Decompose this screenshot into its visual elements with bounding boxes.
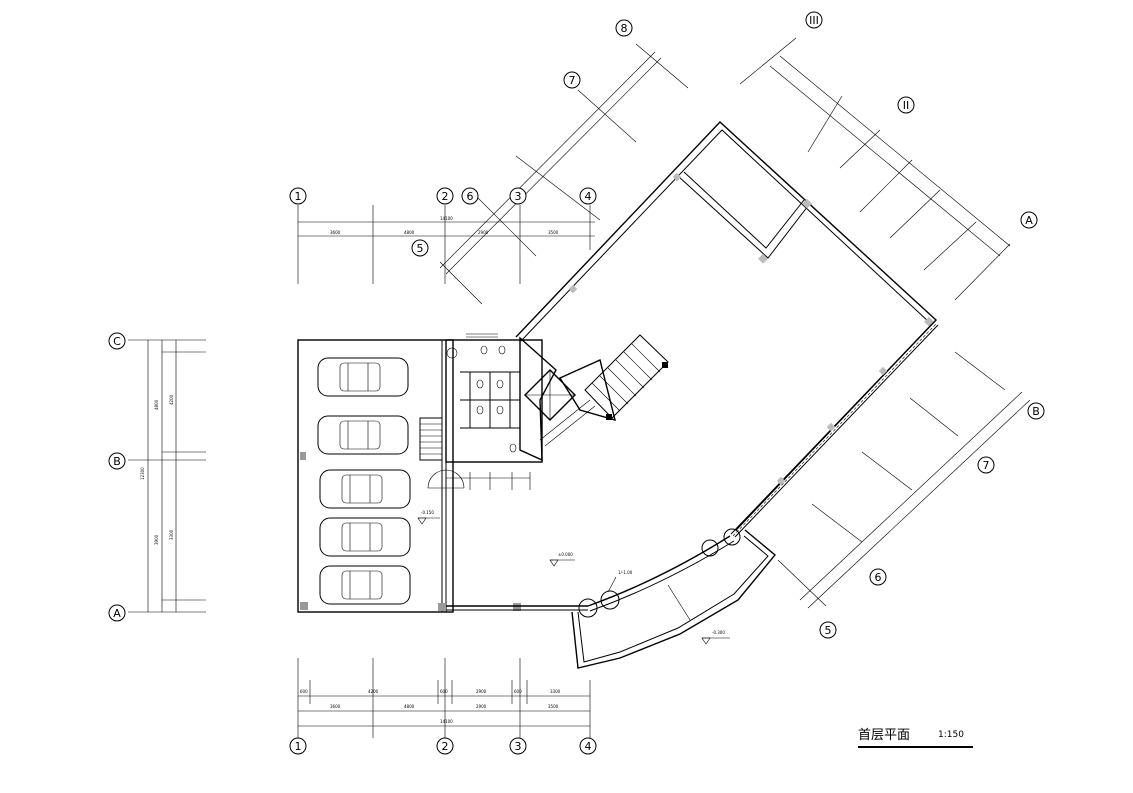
bottom-dim-1-d: 2900 xyxy=(476,689,487,694)
toilet-block xyxy=(445,333,543,490)
parked-cars xyxy=(317,357,411,605)
level-ramp-text: -0.150 xyxy=(421,510,434,515)
bottom-dim-1-f: 3300 xyxy=(550,689,561,694)
drawing-title-block: 首层平面 1:150 xyxy=(858,722,973,748)
upper-left-diagonal-dims xyxy=(439,43,689,305)
top-dim-4: 3500 xyxy=(548,230,559,235)
level-outside-text: -0.300 xyxy=(712,630,725,635)
grid-lr-6: 6 xyxy=(875,571,882,584)
grid-bottom-3: 3 xyxy=(515,740,522,753)
grid-left-b: B xyxy=(113,455,121,468)
left-total-dim: 12300 xyxy=(140,467,145,480)
bottom-dimensions: 600 4200 600 2900 600 3300 3600 4800 290… xyxy=(297,658,591,738)
level-markers: ±0.000 -0.150 -0.300 1/-1.00 xyxy=(417,510,730,645)
bottom-total-dim: 14100 xyxy=(440,719,453,724)
grid-left-a: A xyxy=(113,607,121,620)
top-dim-3: 2900 xyxy=(478,230,489,235)
grid-ur-ii: II xyxy=(903,99,910,112)
grid-bubbles-lower-right: B 7 6 5 xyxy=(819,402,1045,639)
stair-core xyxy=(519,336,616,462)
grid-top-5: 5 xyxy=(417,242,424,255)
grid-lr-7: 7 xyxy=(983,459,990,472)
lower-right-diagonal-dims xyxy=(777,351,1031,609)
top-dim-1: 3600 xyxy=(330,230,341,235)
level-stair-text: 1/-1.00 xyxy=(618,570,633,575)
upper-right-diagonal-dims xyxy=(739,37,1011,301)
grid-top-2: 2 xyxy=(442,190,449,203)
grid-lr-b: B xyxy=(1032,405,1040,418)
grid-bottom-1: 1 xyxy=(295,740,302,753)
level-main-text: ±0.000 xyxy=(558,552,573,557)
grid-top-8: 8 xyxy=(621,22,628,35)
left-outer-dim-2: 3900 xyxy=(154,534,159,545)
main-hall xyxy=(515,121,939,538)
top-dim-2: 4800 xyxy=(404,230,415,235)
bottom-dim-2-b: 4800 xyxy=(404,704,415,709)
grid-left-c: C xyxy=(113,335,121,348)
grid-bubbles-bottom: 1 2 3 4 xyxy=(289,737,597,755)
bottom-dim-1-a: 600 xyxy=(300,689,308,694)
grid-ur-iii: III xyxy=(809,14,819,27)
bottom-dim-1-e: 600 xyxy=(514,689,522,694)
grid-bottom-2: 2 xyxy=(442,740,449,753)
grid-bottom-4: 4 xyxy=(585,740,592,753)
left-outer-dim-1: 4800 xyxy=(154,399,159,410)
top-total-dim: 14100 xyxy=(440,216,453,221)
bottom-dim-2-a: 3600 xyxy=(330,704,341,709)
grid-lr-5: 5 xyxy=(825,624,832,637)
double-door xyxy=(427,469,465,489)
bottom-dim-1-b: 4200 xyxy=(368,689,379,694)
bottom-dim-2-c: 2900 xyxy=(476,704,487,709)
grid-bubbles-top: 1 2 6 3 4 5 7 8 xyxy=(289,19,633,257)
grid-top-7: 7 xyxy=(569,74,576,87)
curved-facade xyxy=(446,528,776,669)
grid-bubbles-left: C B A xyxy=(108,332,126,622)
grid-top-3: 3 xyxy=(515,190,522,203)
grid-ur-a: A xyxy=(1025,214,1033,227)
bottom-dim-2-d: 3500 xyxy=(548,704,559,709)
grid-top-6: 6 xyxy=(467,190,474,203)
drawing-scale: 1:150 xyxy=(938,730,964,740)
left-inner-dim-4: 3300 xyxy=(169,529,174,540)
exterior-stair xyxy=(584,334,669,420)
bottom-dim-1-c: 600 xyxy=(440,689,448,694)
grid-bubbles-upper-right: III II A xyxy=(805,11,1038,229)
grid-top-1: 1 xyxy=(295,190,302,203)
grid-top-4: 4 xyxy=(585,190,592,203)
top-dimensions: 14100 3600 4800 2900 3500 xyxy=(297,205,595,284)
garage-stair xyxy=(419,417,443,461)
left-dimensions: 12300 4800 3900 4200 3300 xyxy=(128,339,206,613)
left-inner-dim-2: 4200 xyxy=(169,394,174,405)
drawing-title: 首层平面 xyxy=(858,728,911,743)
